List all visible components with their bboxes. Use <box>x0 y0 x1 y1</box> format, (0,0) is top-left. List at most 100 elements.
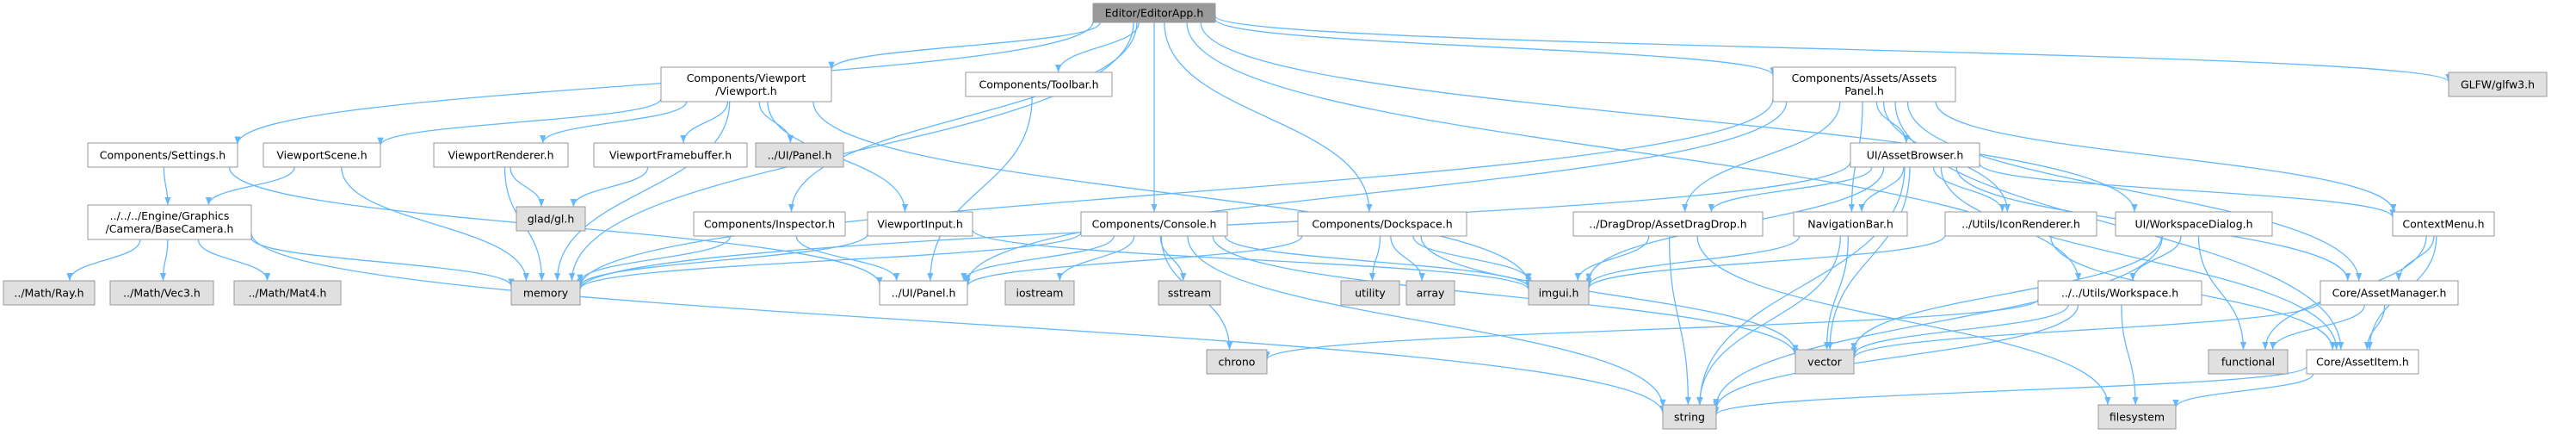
edge-assetbrowser-to-contextmenu <box>1979 163 2396 218</box>
node-box-assetitem <box>2306 349 2419 375</box>
edge-workspace-to-vector <box>1850 304 2069 356</box>
node-label-dockspace-0: Components/Dockspace.h <box>1312 218 1452 231</box>
edge-dockspace-to-utility <box>1368 235 1381 282</box>
node-box-toolbar <box>965 71 1113 97</box>
edge-viewport-to-viewportrenderer <box>540 101 688 144</box>
node-glfw: GLFW/glfw3.h <box>2448 71 2548 97</box>
node-assetbrowser[interactable]: UI/AssetBrowser.h <box>1850 142 1980 168</box>
edge-assetdragdrop-to-string <box>1668 235 1692 406</box>
node-viewportrenderer[interactable]: ViewportRenderer.h <box>433 142 569 168</box>
edge-root-to-glfw <box>1214 16 2452 83</box>
edge-basecamera-to-string <box>250 233 1666 414</box>
node-box-iostream <box>1004 280 1075 306</box>
edge-root-to-dockspace <box>1164 22 1373 213</box>
edge-dockspace-to-imgui <box>1412 235 1532 282</box>
edge-inspector-to-uipanel <box>795 235 900 282</box>
node-assetmanager[interactable]: Core/AssetManager.h <box>2320 280 2459 306</box>
edge-root-to-viewport <box>828 22 1101 70</box>
node-box-gladgl <box>516 206 586 232</box>
edge-assetspanel-to-memory <box>577 98 1774 288</box>
edge-root-to-memory <box>568 22 1134 282</box>
node-viewport[interactable]: Components/Viewport/Viewport.h <box>660 66 832 103</box>
node-box-utility <box>1340 280 1400 306</box>
node-inspector[interactable]: Components/Inspector.h <box>693 211 846 237</box>
edge-viewport-to-viewportframebuffer <box>680 101 729 144</box>
edge-assetspanel-to-assetmanager <box>1906 101 2363 282</box>
node-settings[interactable]: Components/Settings.h <box>87 142 238 168</box>
node-box-basecamera <box>87 204 252 240</box>
node-label-navigationbar-0: NavigationBar.h <box>1807 218 1893 231</box>
node-string: string <box>1662 404 1717 430</box>
node-label-chrono-0: chrono <box>1219 356 1256 369</box>
node-box-filesystem <box>2097 404 2177 430</box>
node-label-contextmenu-0: ContextMenu.h <box>2402 218 2484 231</box>
edge-viewport-to-memory <box>553 101 731 282</box>
edge-iconrenderer-to-imgui <box>1585 234 1946 289</box>
node-dockspace[interactable]: Components/Dockspace.h <box>1297 211 1467 237</box>
node-label-assetitem-0: Core/AssetItem.h <box>2316 356 2409 369</box>
node-label-gladgl-0: glad/gl.h <box>528 213 575 226</box>
edge-viewportframebuffer-to-gladgl <box>570 166 649 208</box>
node-box-root <box>1092 3 1216 23</box>
node-navigationbar[interactable]: NavigationBar.h <box>1793 211 1908 237</box>
node-contextmenu[interactable]: ContextMenu.h <box>2392 211 2495 237</box>
node-label-inspector-0: Components/Inspector.h <box>704 218 835 231</box>
node-workspacedialog[interactable]: UI/WorkspaceDialog.h <box>2115 211 2273 237</box>
edge-viewportscene-to-basecamera <box>205 166 295 206</box>
edge-workspace-to-filesystem <box>2121 304 2139 406</box>
edge-workspace-to-string <box>1713 304 2079 410</box>
node-uipanel[interactable]: ../UI/Panel.h <box>879 280 968 306</box>
edge-basecamera-to-mathray <box>66 239 141 282</box>
edge-settings-to-basecamera <box>163 166 171 206</box>
node-toolbar[interactable]: Components/Toolbar.h <box>965 71 1113 97</box>
edge-console-to-uipanel <box>961 235 1115 282</box>
node-imgui: imgui.h <box>1528 280 1590 306</box>
edge-inspector-to-memory <box>577 235 732 283</box>
node-root[interactable]: Editor/EditorApp.h <box>1092 3 1216 23</box>
edge-dockspace-to-uipanel <box>964 235 1303 287</box>
edge-assetdragdrop-to-imgui <box>1574 235 1650 282</box>
node-box-uipanel <box>879 280 968 306</box>
edge-viewportinput-to-memory <box>577 233 868 287</box>
node-workspace[interactable]: ../../Utils/Workspace.h <box>2037 280 2202 306</box>
node-viewportinput[interactable]: ViewportInput.h <box>867 211 973 237</box>
edge-dockspace-to-vector <box>1420 235 1799 353</box>
node-assetitem[interactable]: Core/AssetItem.h <box>2306 349 2419 375</box>
node-label-array-0: array <box>1417 287 1445 300</box>
node-chrono: chrono <box>1206 349 1268 375</box>
edge-navigationbar-to-string <box>1696 235 1841 406</box>
node-label-basecamera-1: /Camera/BaseCamera.h <box>106 222 234 235</box>
node-label-workspace-0: ../../Utils/Workspace.h <box>2061 287 2178 300</box>
node-viewportframebuffer[interactable]: ViewportFramebuffer.h <box>593 142 748 168</box>
edge-console-to-string <box>1187 235 1666 407</box>
node-basecamera[interactable]: ../../../Engine/Graphics/Camera/BaseCame… <box>87 204 252 240</box>
edge-assetspanel-to-contextmenu <box>1935 101 2397 213</box>
node-label-assetbrowser-0: UI/AssetBrowser.h <box>1867 149 1964 162</box>
edge-assetbrowser-to-string <box>1696 166 1906 406</box>
node-label-viewportrenderer-0: ViewportRenderer.h <box>448 149 553 162</box>
node-assetdragdrop[interactable]: ../DragDrop/AssetDragDrop.h <box>1572 211 1764 237</box>
node-label-root-0: Editor/EditorApp.h <box>1105 7 1204 20</box>
node-label-toolbar-0: Components/Toolbar.h <box>979 78 1098 91</box>
node-label-string-0: string <box>1674 411 1705 424</box>
edge-console-to-memory <box>577 232 1082 289</box>
node-box-workspacedialog <box>2115 211 2273 237</box>
node-box-sstream <box>1158 280 1221 306</box>
node-iconrenderer[interactable]: ../Utils/IconRenderer.h <box>1944 211 2097 237</box>
node-box-mathmat4 <box>233 280 342 306</box>
node-label-memory-0: memory <box>523 287 569 300</box>
node-box-inspector <box>693 211 846 237</box>
node-label-assetspanel-1: Panel.h <box>1844 84 1884 97</box>
node-box-array <box>1405 280 1455 306</box>
node-viewportscene[interactable]: ViewportScene.h <box>263 142 381 168</box>
node-console[interactable]: Components/Console.h <box>1080 211 1228 237</box>
node-label-functional-0: functional <box>2221 356 2275 369</box>
node-mathmat4: ../Math/Mat4.h <box>233 280 342 306</box>
node-label-assetspanel-0: Components/Assets/Assets <box>1792 71 1937 84</box>
node-label-imgui-0: imgui.h <box>1539 287 1579 300</box>
node-label-viewportscene-0: ViewportScene.h <box>276 149 367 162</box>
node-box-assetspanel <box>1772 66 1956 103</box>
edge-navigationbar-to-vector <box>1823 235 1850 351</box>
node-label-console-0: Components/Console.h <box>1092 218 1217 231</box>
